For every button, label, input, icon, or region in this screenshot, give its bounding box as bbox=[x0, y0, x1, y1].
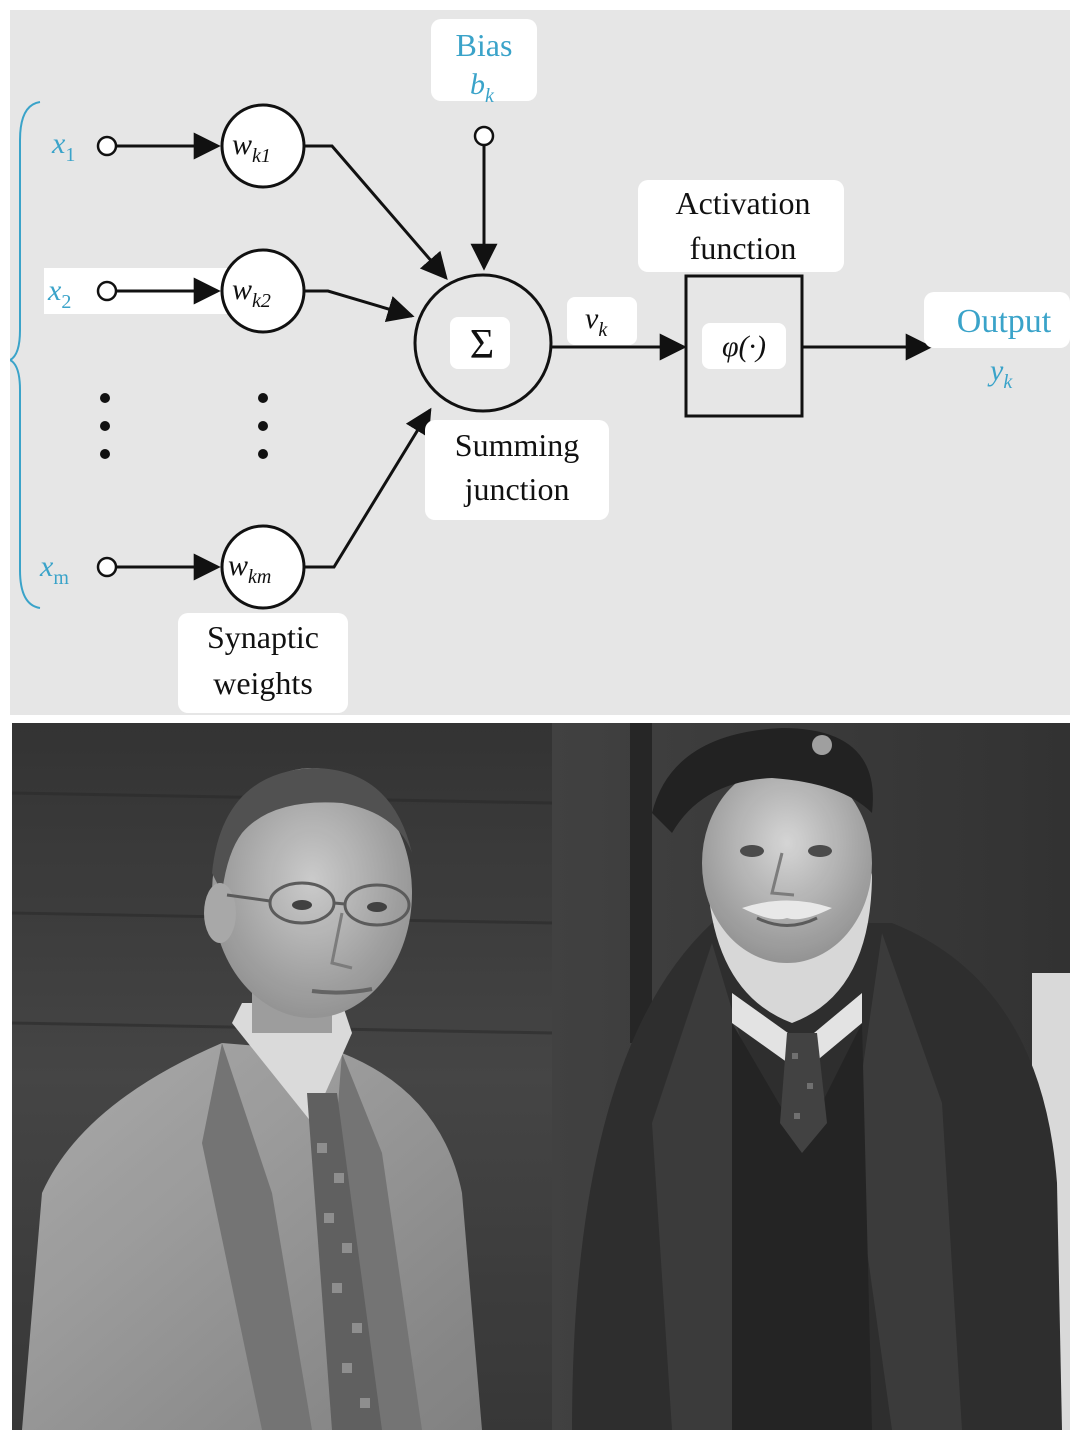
portrait-photo bbox=[12, 723, 1070, 1430]
input-xm-label: xm bbox=[39, 550, 69, 589]
phi-box bbox=[702, 323, 786, 369]
weight-wk2-label: wk2 bbox=[232, 273, 271, 312]
summing-label-line1: Summing bbox=[455, 427, 579, 463]
output-label-box bbox=[924, 292, 1070, 348]
sum-symbol-box bbox=[450, 317, 510, 369]
summing-label-box bbox=[425, 420, 609, 520]
neuron-model-diagram: x1 x2 xm wk1 wk2 wkm Bias bk Σ Summing j… bbox=[10, 10, 1070, 715]
synaptic-label-line1: Synaptic bbox=[207, 619, 319, 655]
vk-label-box bbox=[567, 297, 637, 345]
summing-label-line2: junction bbox=[464, 471, 570, 507]
weight-ellipsis-icon bbox=[258, 393, 268, 459]
photo-svg bbox=[12, 723, 1070, 1430]
bias-label-box bbox=[431, 19, 537, 101]
input-x2-label: x2 bbox=[47, 274, 71, 313]
bias-label: Bias bbox=[456, 27, 513, 63]
activation-label-line1: Activation bbox=[675, 185, 810, 221]
weight-wk1-label: wk1 bbox=[232, 128, 271, 167]
activation-label-box bbox=[638, 180, 844, 272]
arrow-w1-to-sum bbox=[304, 144, 448, 281]
activation-symbol: φ(·) bbox=[722, 330, 766, 363]
induced-field-label: vk bbox=[585, 302, 608, 341]
person-right-icon bbox=[572, 728, 1062, 1430]
bias-symbol: bk bbox=[470, 68, 495, 107]
output-symbol: yk bbox=[987, 354, 1013, 393]
input-node-2 bbox=[96, 280, 118, 302]
input-x1-label: x1 bbox=[51, 127, 75, 166]
weight-wkm-label: wkm bbox=[228, 549, 271, 588]
input-ellipsis-icon bbox=[100, 393, 110, 459]
input-node-1 bbox=[96, 135, 118, 157]
synaptic-label-line2: weights bbox=[213, 665, 313, 701]
input-node-m bbox=[96, 556, 118, 578]
diagram-svg: x1 x2 xm wk1 wk2 wkm Bias bk Σ Summing j… bbox=[10, 19, 1070, 713]
person-left-icon bbox=[22, 768, 482, 1430]
photo-grain bbox=[12, 723, 1070, 1430]
doorframe bbox=[630, 723, 652, 1043]
activation-label-line2: function bbox=[690, 230, 797, 266]
input-brace bbox=[10, 101, 41, 609]
arrow-wm-to-sum bbox=[304, 407, 432, 569]
output-label: Output bbox=[957, 303, 1052, 340]
sigma-icon: Σ bbox=[470, 322, 494, 368]
synaptic-label-box bbox=[178, 613, 348, 713]
arrow-w2-to-sum bbox=[304, 289, 415, 323]
bias-node bbox=[473, 125, 495, 147]
